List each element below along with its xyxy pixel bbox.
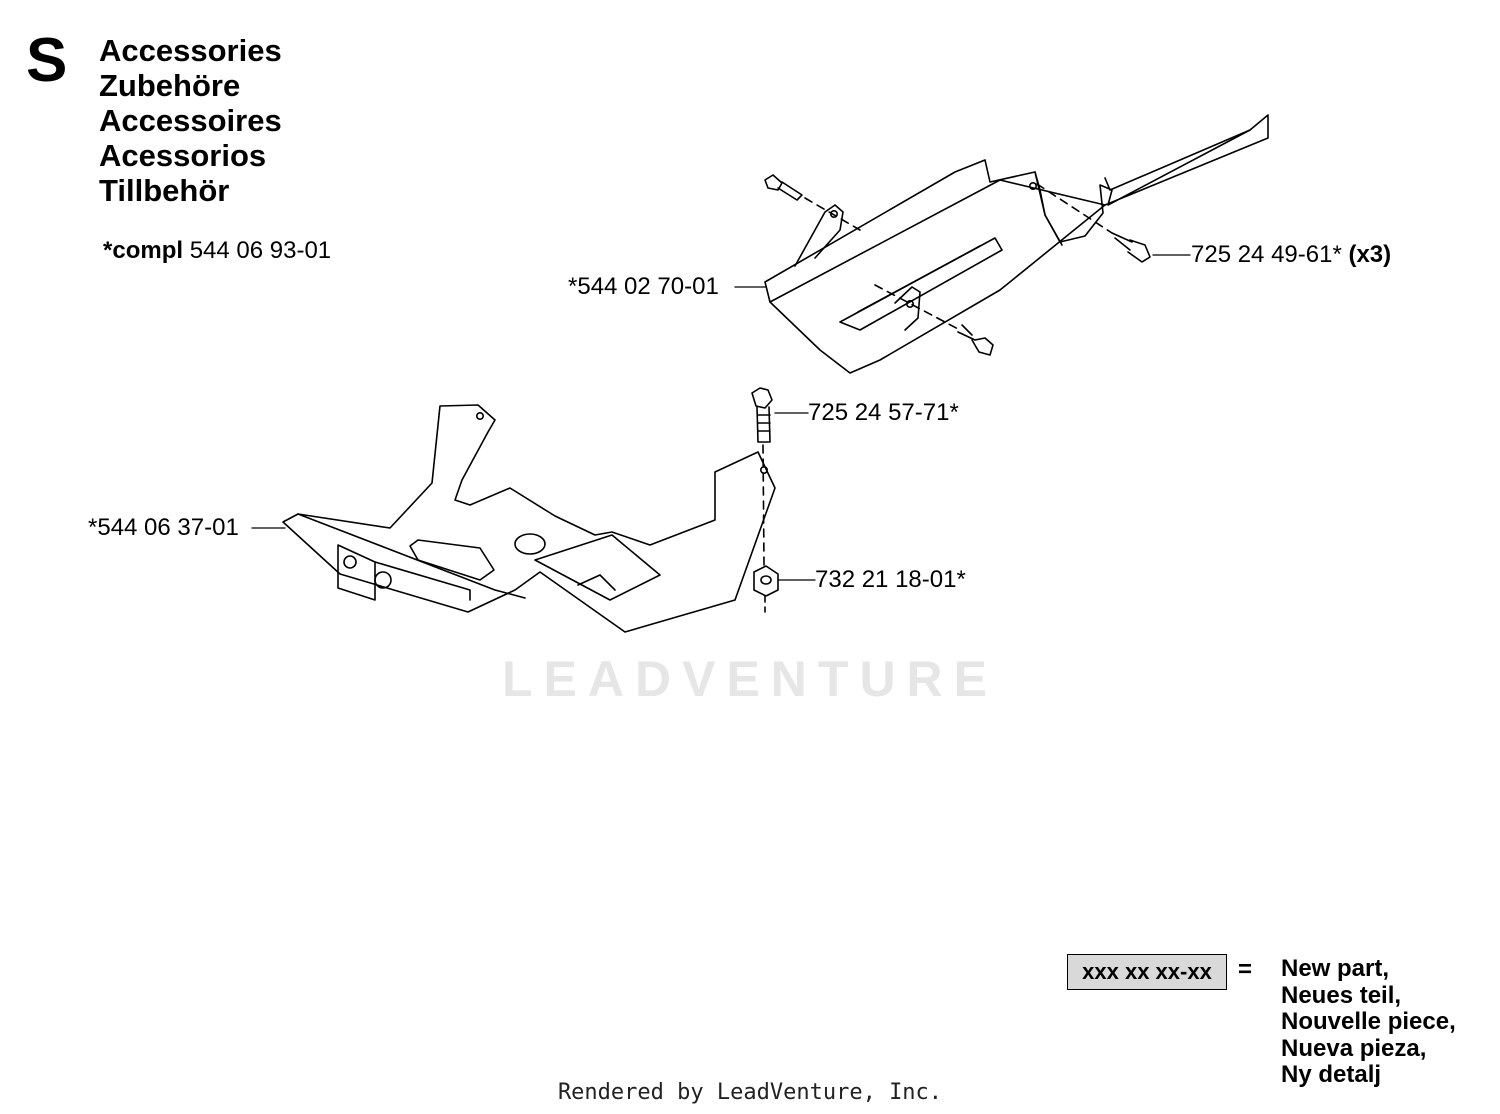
section-letter: S: [26, 26, 68, 95]
complete-kit-number: *compl 544 06 93-01: [103, 236, 331, 266]
legend-line-en: New part,: [1281, 955, 1390, 982]
title-pt: Acessorios: [99, 138, 267, 173]
title-en: Accessories: [99, 33, 282, 68]
legend-line-es: Nueva pieza,: [1281, 1034, 1427, 1062]
legend-line-fr: Nouvelle piece,: [1281, 1008, 1456, 1035]
legend-line-sv: Ny detalj: [1281, 1061, 1382, 1088]
watermark-text: LEADVENTURE: [501, 651, 999, 707]
part-label-lower-plate: *544 06 37-01: [88, 514, 239, 541]
title-fr: Accessoires: [99, 103, 282, 138]
title-sv: Tillbehör: [99, 173, 230, 208]
lower-plate-drawing: [282, 387, 779, 633]
screw-upper-number: 725 24 49-61*: [1191, 241, 1342, 268]
label-leaders: [251, 254, 1191, 581]
legend-line-de: Neues teil,: [1281, 981, 1402, 1009]
title-de: Zubehöre: [99, 68, 241, 103]
new-part-legend-text: New part, Neues teil, Nouvelle piece, Nu…: [1281, 955, 1456, 1089]
title-block: Accessories Zubehöre Accessoires Acessor…: [99, 33, 282, 208]
footer-credit: Rendered by LeadVenture, Inc.: [557, 1080, 943, 1105]
part-label-bolt-lower: 725 24 57-71*: [808, 399, 959, 426]
compl-prefix: *compl: [103, 237, 184, 264]
upper-shield-drawing: [764, 114, 1269, 374]
part-label-upper-shield: *544 02 70-01: [568, 273, 719, 300]
legend-equals: =: [1238, 956, 1253, 983]
compl-number: 544 06 93-01: [189, 237, 332, 264]
part-label-screw-upper: 725 24 49-61* (x3): [1191, 241, 1391, 269]
part-label-nut-lower: 732 21 18-01*: [815, 566, 966, 593]
new-part-legend-box: xxx xx xx-xx: [1067, 954, 1227, 990]
screw-upper-qty: (x3): [1348, 241, 1392, 268]
